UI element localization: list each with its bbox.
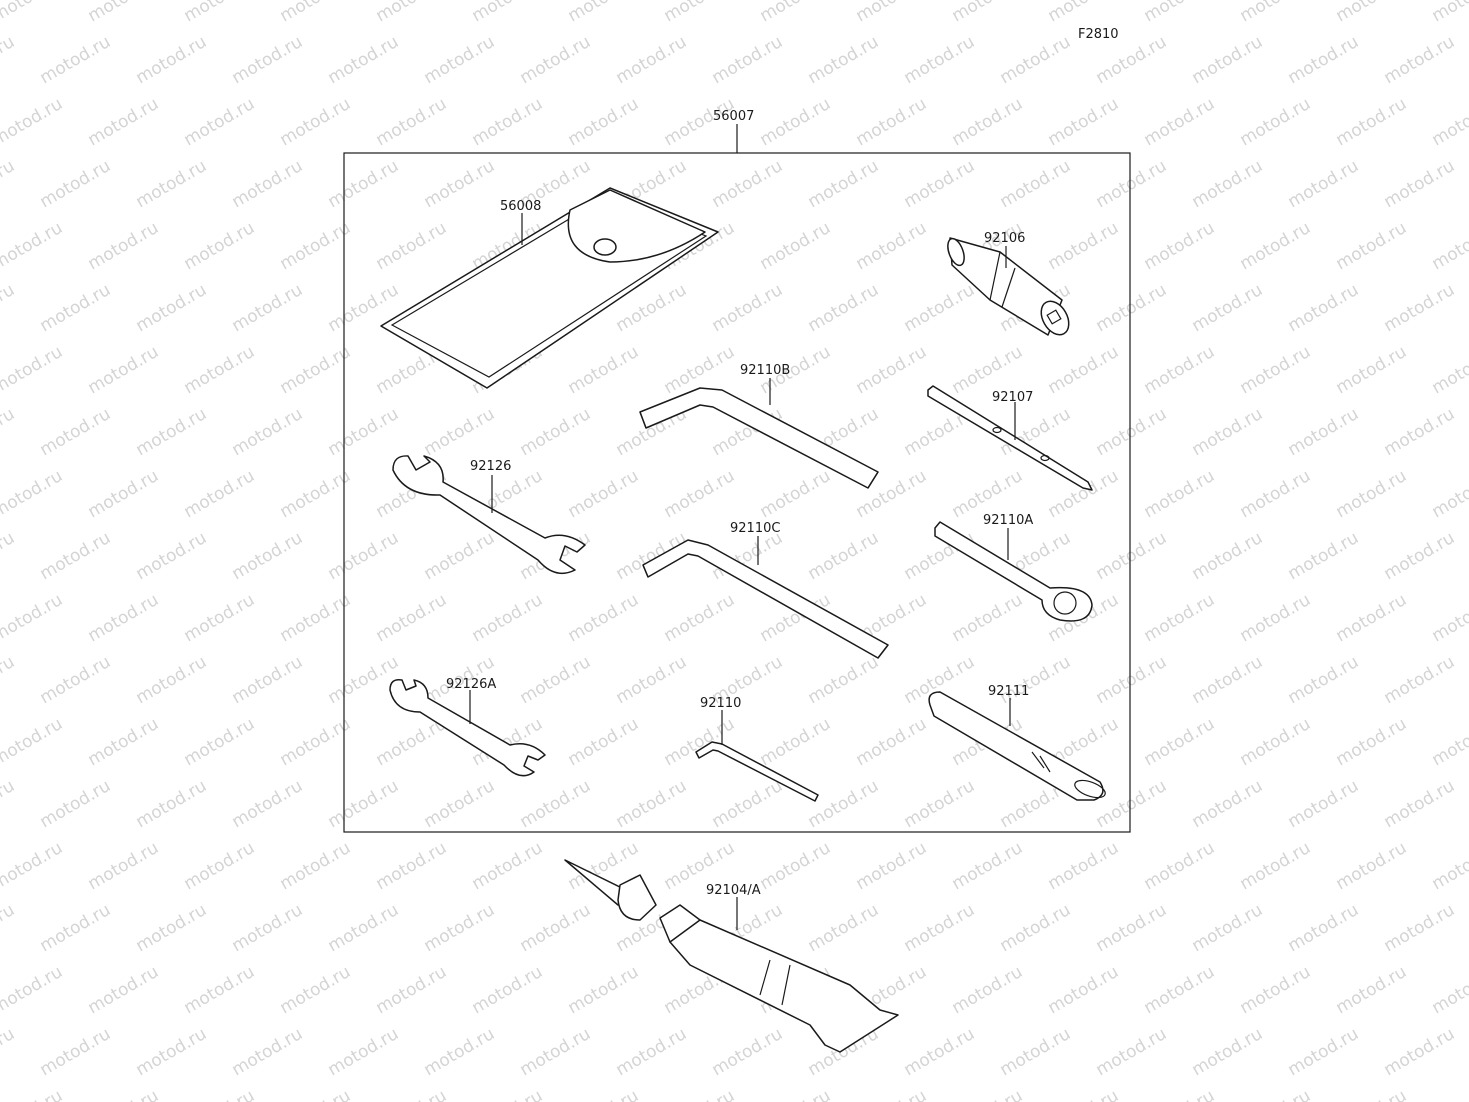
label-pouch: 56008 xyxy=(500,199,541,214)
label-grease-tube: 92104/A xyxy=(706,883,761,898)
tool-double-open-wrench xyxy=(392,455,586,575)
tool-socket xyxy=(947,237,1070,336)
label-screwdriver-bit: 92107 xyxy=(992,390,1033,405)
label-ring-wrench: 92110A xyxy=(983,513,1033,528)
label-hex-key-large: 92110B xyxy=(740,363,790,378)
tool-hex-key-large xyxy=(639,378,879,489)
label-socket: 92106 xyxy=(984,231,1025,246)
figure-code: F2810 xyxy=(1078,27,1119,42)
tool-extension-bar xyxy=(928,691,1106,801)
tool-pouch xyxy=(380,187,719,389)
label-extension-bar: 92111 xyxy=(988,684,1029,699)
label-hex-key-medium: 92110C xyxy=(730,521,780,536)
label-kit: 56007 xyxy=(713,109,754,124)
label-small-wrench: 92126A xyxy=(446,677,496,692)
label-hex-key-small: 92110 xyxy=(700,696,741,711)
tool-small-wrench xyxy=(389,678,546,777)
label-double-open-wrench: 92126 xyxy=(470,459,511,474)
kit-frame xyxy=(343,124,1131,833)
tool-hex-key-small xyxy=(695,710,819,802)
tool-hex-key-medium xyxy=(642,536,889,659)
grease-tube xyxy=(564,859,899,1053)
tool-ring-wrench xyxy=(934,521,1093,622)
tool-screwdriver-bit xyxy=(927,385,1093,491)
